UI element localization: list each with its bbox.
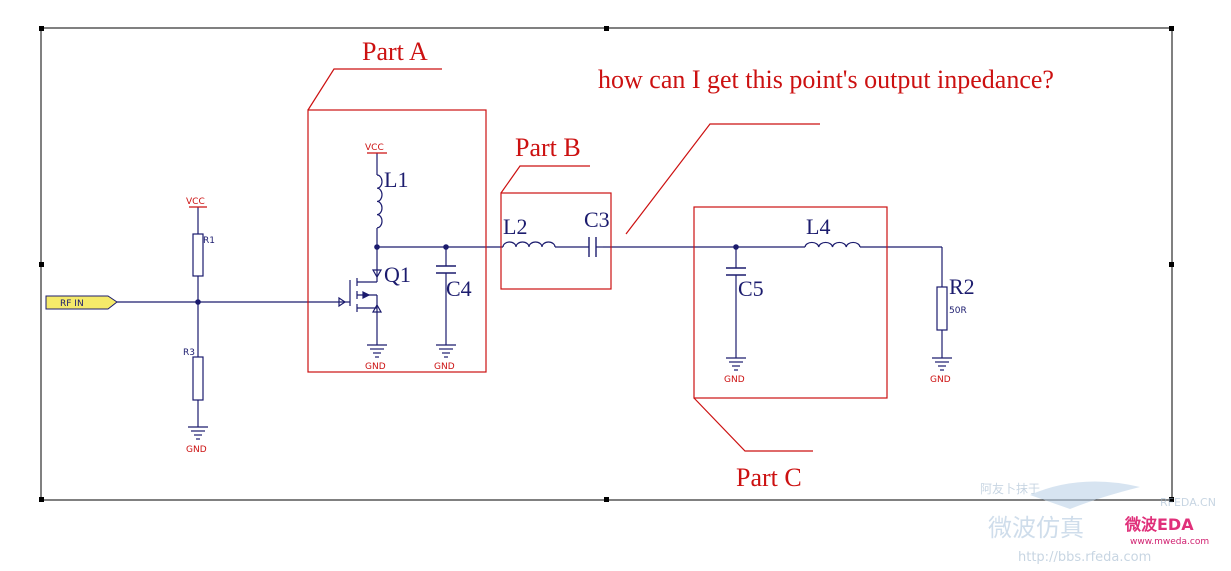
part-c-leader [693,397,813,452]
r1-label: R1 [203,236,215,246]
watermark: 阿友卜抹于 RFEDA.CN 微波仿真 http://bbs.rfeda.com [980,481,1216,565]
inductor-l2 [502,241,556,248]
gnd-symbol-r3 [188,426,208,440]
rf-in-label: RF IN [60,299,84,309]
resistor-r1: VCC R1 [186,197,215,277]
gnd-label-r2: GND [930,375,951,385]
q1-label: Q1 [384,262,411,287]
part-b-box [500,192,612,290]
r3-label: R3 [183,348,195,358]
r2-label: R2 [949,274,975,299]
gnd-symbol-c4 [436,344,456,358]
gnd-label-c4: GND [434,362,455,372]
c5-label: C5 [738,276,764,301]
inductor-l1 [376,174,383,229]
capacitor-c3 [588,237,597,257]
sheet-border [40,27,1173,501]
part-a-leader [307,68,442,111]
junction-dots [195,244,739,305]
watermark-url: http://bbs.rfeda.com [1018,550,1151,565]
c4-label: C4 [446,276,472,301]
rf-in-port: RF IN [45,295,118,310]
part-c-box [693,206,888,399]
watermark-brand-url: www.mweda.com [1130,537,1209,547]
part-a-label: Part A [362,37,428,66]
gnd-symbol-c5 [726,357,746,371]
watermark-cn: 微波仿真 [988,514,1084,542]
resistor-r3: R3 [183,348,204,401]
gnd-label-r3: GND [186,445,207,455]
gnd-symbol-r2 [932,357,952,371]
question-leader [625,123,820,235]
question-note: how can I get this point's output inpeda… [598,65,1054,94]
watermark-brand: 微波EDA www.mweda.com [1124,515,1209,547]
capacitor-c5 [726,267,746,276]
mosfet-q1 [338,269,383,313]
inductor-l4 [804,241,861,248]
capacitor-c4 [436,265,456,274]
watermark-brand-text: 微波EDA [1124,515,1194,534]
l4-label: L4 [806,214,830,239]
part-a-box [307,109,487,373]
part-c-label: Part C [736,463,802,492]
vcc-label-r1: VCC [186,197,205,207]
l2-label: L2 [503,214,527,239]
part-b-leader [500,165,590,194]
sheet-handles [39,26,1174,502]
resistor-r2 [936,286,948,331]
l1-label: L1 [384,167,408,192]
watermark-site-small: RFEDA.CN [1160,496,1216,509]
watermark-top: 阿友卜抹于 [980,482,1040,496]
gnd-symbol-q1 [367,344,387,358]
gnd-label-q1: GND [365,362,386,372]
gnd-label-c5: GND [724,375,745,385]
c3-label: C3 [584,207,610,232]
r2-value: 50R [949,306,967,316]
vcc-label-l1: VCC [365,143,384,153]
part-b-label: Part B [515,133,581,162]
wires [117,153,943,427]
